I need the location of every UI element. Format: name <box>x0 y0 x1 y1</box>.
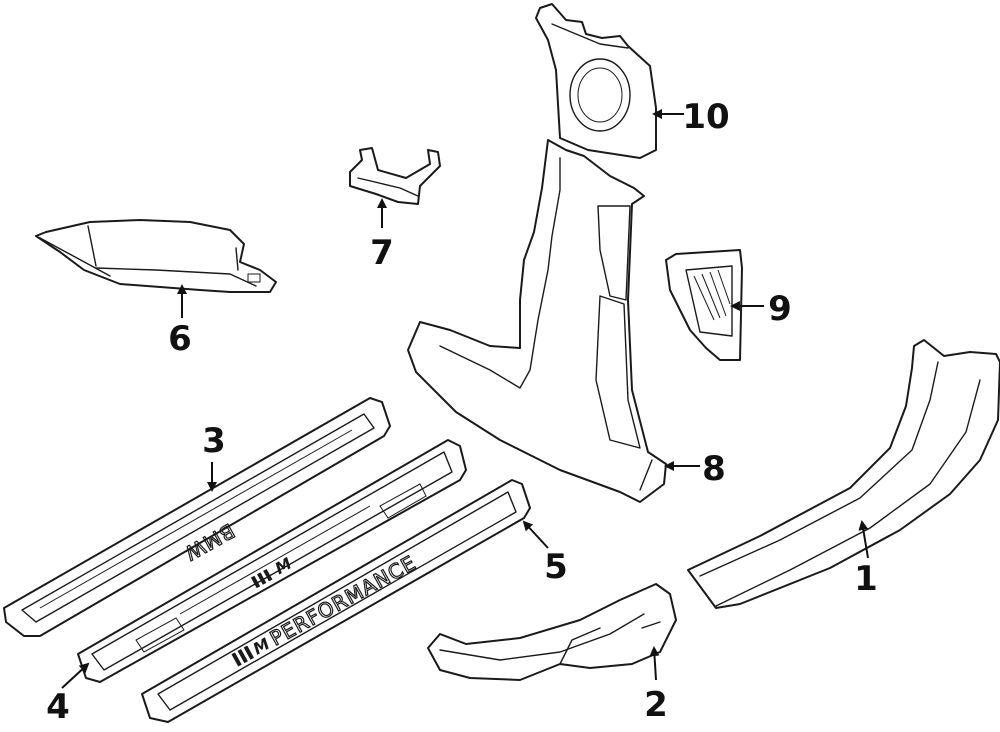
part-9-vent-grille <box>665 249 743 361</box>
part-7-bracket <box>349 147 441 205</box>
callout-labels: 1 2 3 4 5 6 7 8 9 10 <box>46 97 878 727</box>
callout-5: 5 <box>544 547 568 587</box>
part-10-upper-pillar-trim <box>535 3 657 159</box>
callout-10: 10 <box>682 97 729 137</box>
part-4-sill-plate-m: M <box>77 439 467 683</box>
part-1-sill-trim <box>687 339 1000 609</box>
leader-5 <box>522 520 549 549</box>
leader-1 <box>858 520 869 559</box>
leader-4 <box>61 662 90 689</box>
part-2-kick-panel <box>427 583 677 681</box>
leader-2 <box>649 646 660 681</box>
leader-lines <box>61 109 869 689</box>
callout-6: 6 <box>168 319 192 359</box>
callout-9: 9 <box>768 289 792 329</box>
callout-2: 2 <box>644 685 668 725</box>
callout-8: 8 <box>702 449 726 489</box>
callout-4: 4 <box>46 687 70 727</box>
part-8-pillar-lower-trim <box>407 139 667 503</box>
part-6-quarter-trim <box>35 219 277 293</box>
callout-7: 7 <box>370 233 394 273</box>
callout-1: 1 <box>854 559 878 599</box>
callout-3: 3 <box>202 421 226 461</box>
